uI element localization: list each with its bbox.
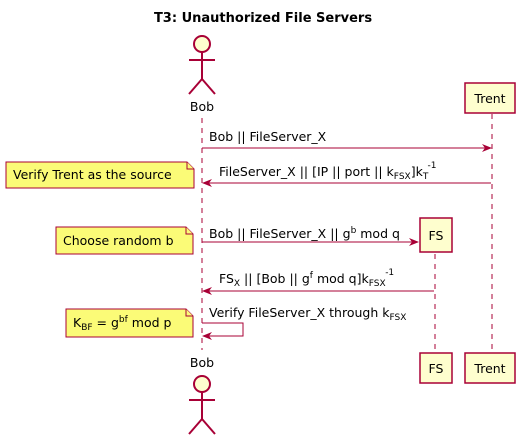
participant-box [464, 352, 516, 384]
participant-trent-label: Trent [473, 91, 505, 106]
actor-bob-label: Bob [190, 99, 214, 114]
actor-bob-top: Bob [188, 35, 216, 114]
actor-head [193, 35, 211, 53]
participant-box [419, 352, 453, 384]
note-box [5, 161, 195, 189]
participant-box [419, 217, 453, 253]
participant-fs-bottom: FS [419, 352, 453, 384]
message-label: FileServer_X || [IP || port || kFSX]kT-1 [219, 161, 436, 182]
note-choose-random: Choose random b [55, 226, 194, 255]
message-3: Bob || FileServer_X || gb mod q [202, 226, 419, 246]
participant-fs-label: FS [429, 361, 444, 376]
message-label: FSX || [Bob || gf mod q]kFSX-1 [219, 268, 394, 289]
note-box [65, 308, 194, 338]
note-box [55, 226, 194, 255]
message-arrow [202, 322, 244, 340]
participant-trent-label: Trent [473, 361, 505, 376]
actor-bob-label: Bob [190, 355, 214, 370]
message-1: Bob || FileServer_X [202, 129, 492, 152]
participant-fs-top: FS [419, 217, 453, 253]
message-label: Bob || FileServer_X || gb mod q [209, 226, 400, 241]
participant-box [464, 82, 516, 114]
message-label: Bob || FileServer_X [209, 129, 327, 144]
note-key-derivation: KBF = gbf mod p [65, 308, 194, 338]
message-5: Verify FileServer_X through kFSX [202, 305, 406, 340]
note-text: KBF = gbf mod p [73, 315, 172, 333]
note-text: Choose random b [63, 233, 174, 248]
participant-trent-top: Trent [464, 82, 516, 114]
actor-head [193, 375, 211, 393]
note-verify-trent: Verify Trent as the source [5, 161, 195, 189]
note-text: Verify Trent as the source [13, 167, 172, 182]
participant-trent-bottom: Trent [464, 352, 516, 384]
participant-fs-label: FS [429, 228, 444, 243]
message-4: FSX || [Bob || gf mod q]kFSX-1 [202, 268, 434, 295]
message-2: FileServer_X || [IP || port || kFSX]kT-1 [202, 161, 491, 187]
diagram-title: T3: Unauthorized File Servers [154, 11, 372, 26]
message-label: Verify FileServer_X through kFSX [209, 305, 406, 323]
actor-bob-bottom: Bob [188, 355, 216, 435]
